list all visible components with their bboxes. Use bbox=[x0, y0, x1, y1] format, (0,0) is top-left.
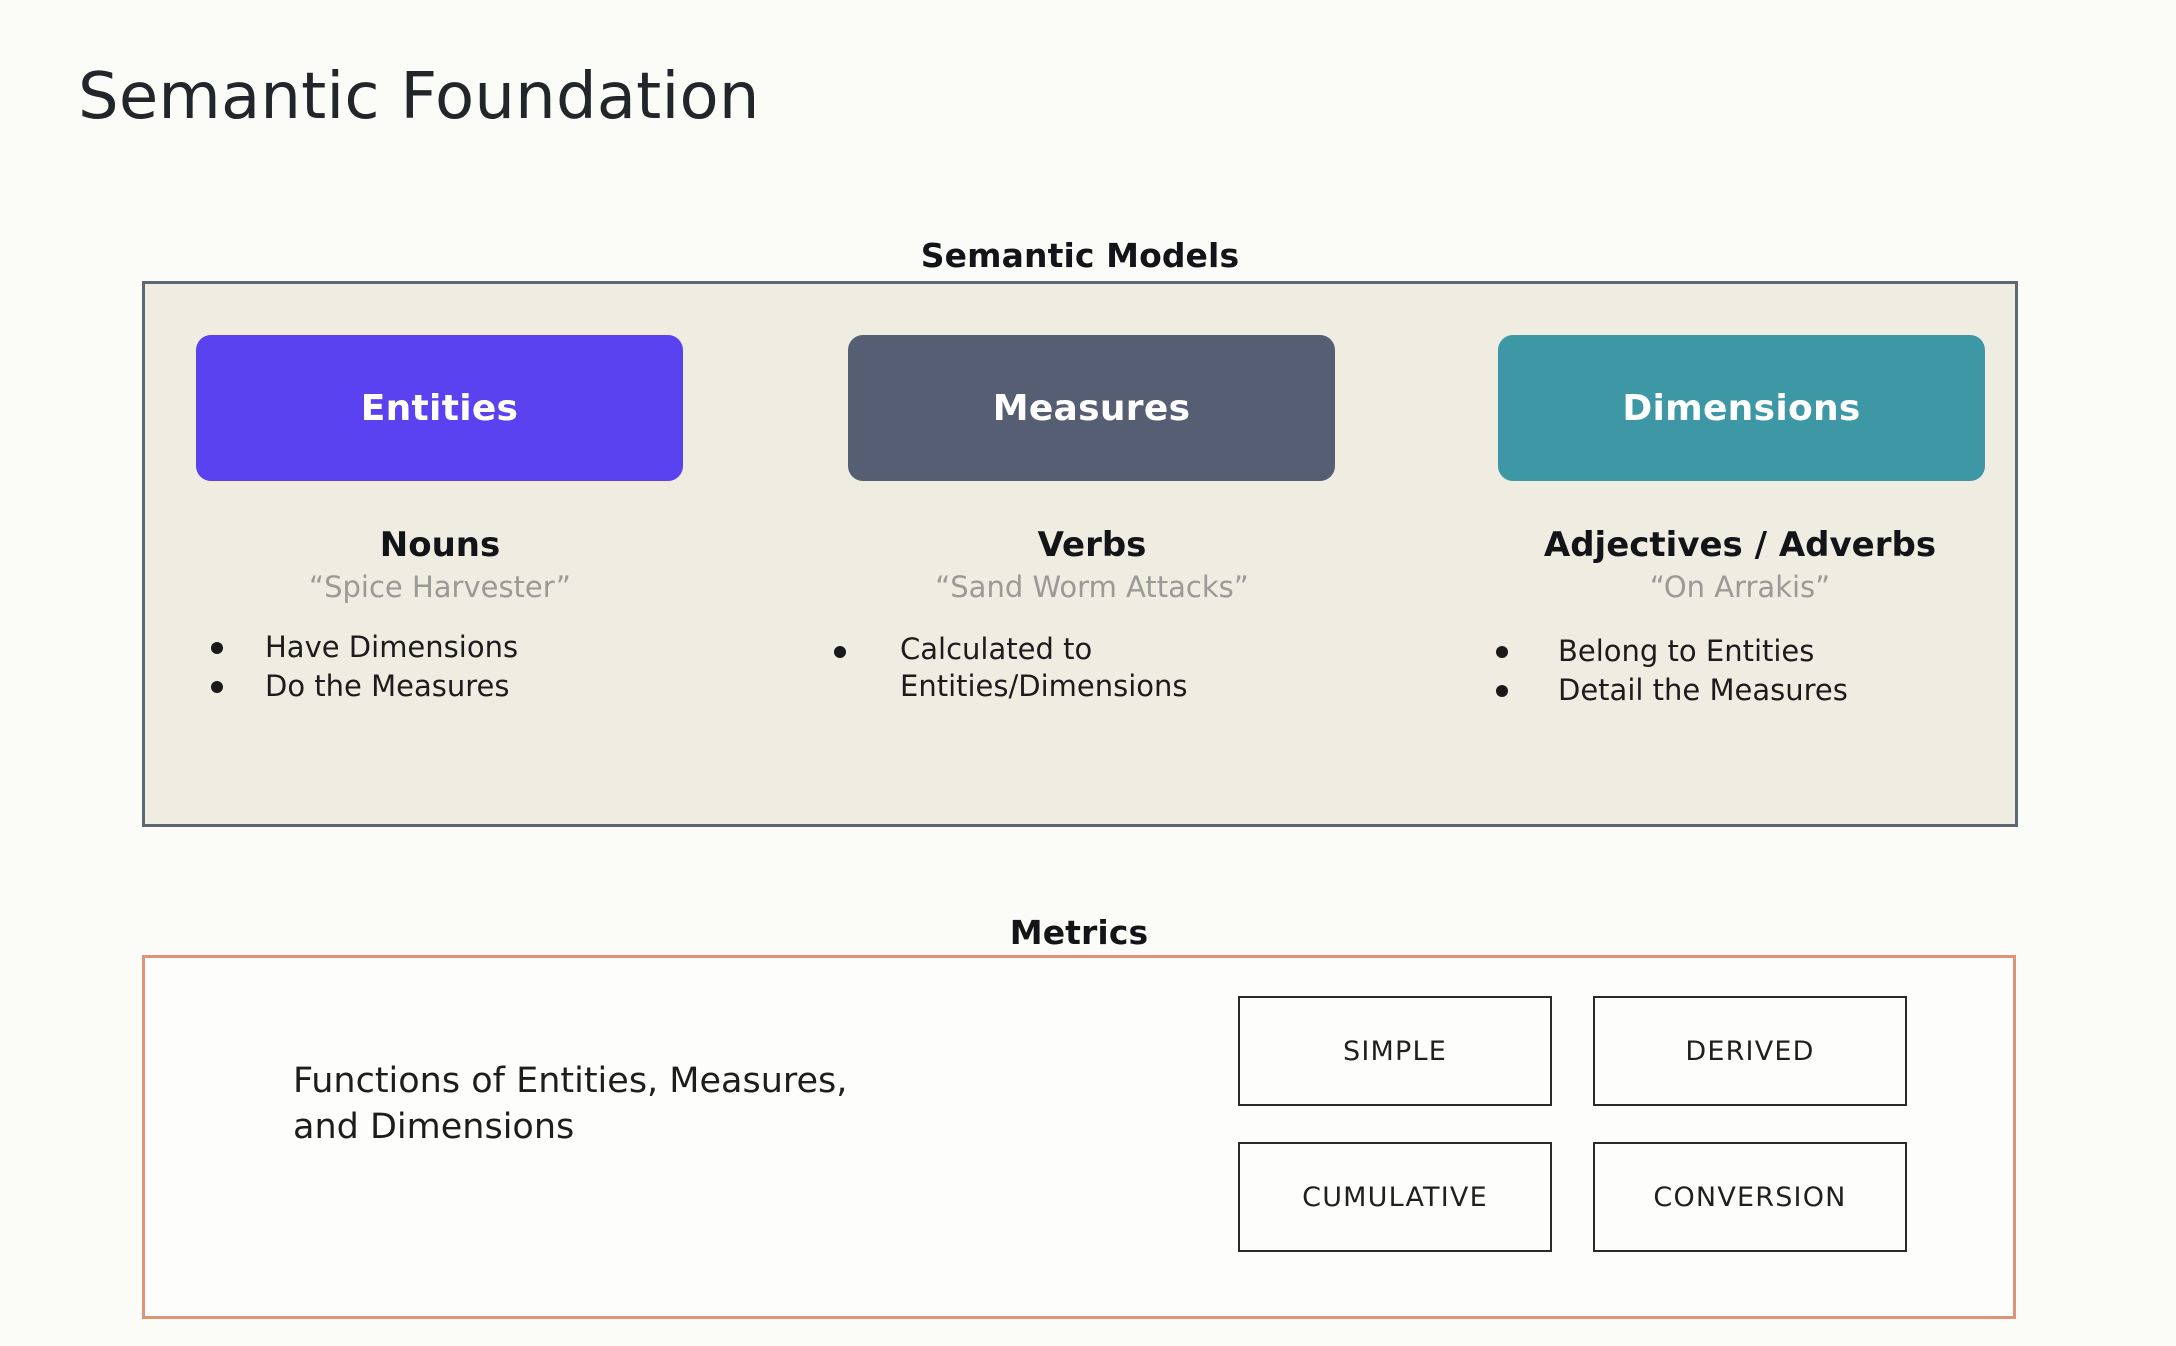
list-item-label: Have Dimensions bbox=[265, 629, 519, 664]
column-dimensions-bullets: Belong to Entities Detail the Measures bbox=[1480, 633, 2000, 709]
list-item-label: Calculated to Entities/Dimensions bbox=[900, 631, 1188, 703]
column-dimensions-example: “On Arrakis” bbox=[1649, 570, 1831, 605]
list-item: Detail the Measures bbox=[1480, 672, 2000, 709]
column-dimensions-heading: Adjectives / Adverbs bbox=[1543, 525, 1937, 565]
column-entities-example: “Spice Harvester” bbox=[309, 570, 571, 605]
metrics-box-grid: SIMPLE DERIVED CUMULATIVE CONVERSION bbox=[1238, 996, 1928, 1286]
card-dimensions[interactable]: Dimensions bbox=[1498, 335, 1985, 481]
metric-box-cumulative[interactable]: CUMULATIVE bbox=[1238, 1142, 1552, 1252]
card-entities[interactable]: Entities bbox=[196, 335, 683, 481]
semantic-models-card-row: Entities Measures Dimensions bbox=[145, 335, 2015, 481]
list-item: Do the Measures bbox=[180, 668, 700, 705]
card-entities-label: Entities bbox=[360, 387, 519, 429]
list-item-label: Belong to Entities bbox=[1558, 633, 1815, 668]
metric-box-conversion-label: CONVERSION bbox=[1653, 1181, 1847, 1213]
list-item: Have Dimensions bbox=[180, 629, 700, 666]
list-item-label: Do the Measures bbox=[265, 669, 510, 703]
metric-box-simple-label: SIMPLE bbox=[1343, 1035, 1447, 1067]
metrics-description: Functions of Entities, Measures, and Dim… bbox=[293, 1061, 848, 1148]
column-measures-heading: Verbs bbox=[1037, 525, 1147, 565]
metric-box-derived-label: DERIVED bbox=[1685, 1035, 1815, 1067]
bullet-dot-icon bbox=[211, 681, 223, 693]
column-measures: Verbs “Sand Worm Attacks” Calculated to … bbox=[832, 525, 1352, 707]
card-dimensions-label: Dimensions bbox=[1622, 387, 1861, 429]
column-entities-heading: Nouns bbox=[379, 525, 501, 565]
metric-box-cumulative-label: CUMULATIVE bbox=[1302, 1181, 1488, 1213]
metric-box-conversion[interactable]: CONVERSION bbox=[1593, 1142, 1907, 1252]
metrics-panel: Functions of Entities, Measures, and Dim… bbox=[142, 955, 2016, 1319]
bullet-dot-icon bbox=[1496, 645, 1508, 658]
semantic-models-caption: Semantic Models bbox=[920, 236, 1240, 275]
column-entities: Nouns “Spice Harvester” Have Dimensions … bbox=[180, 525, 700, 707]
column-dimensions: Adjectives / Adverbs “On Arrakis” Belong… bbox=[1480, 525, 2000, 711]
bullet-dot-icon bbox=[211, 641, 223, 654]
list-item-label: Detail the Measures bbox=[1558, 673, 1848, 707]
list-item: Belong to Entities bbox=[1480, 633, 2000, 670]
metric-box-derived[interactable]: DERIVED bbox=[1593, 996, 1907, 1106]
bullet-dot-icon bbox=[1496, 685, 1508, 697]
column-entities-bullets: Have Dimensions Do the Measures bbox=[180, 629, 700, 705]
bullet-dot-icon bbox=[834, 645, 846, 658]
card-measures[interactable]: Measures bbox=[848, 335, 1335, 481]
card-measures-label: Measures bbox=[992, 387, 1191, 429]
metrics-caption: Metrics bbox=[1009, 913, 1149, 952]
page-title: Semantic Foundation bbox=[78, 60, 760, 134]
semantic-models-panel: Entities Measures Dimensions Nouns “Spic… bbox=[142, 281, 2018, 827]
column-measures-bullets: Calculated to Entities/Dimensions bbox=[832, 631, 1352, 705]
list-item: Calculated to Entities/Dimensions bbox=[832, 631, 1352, 705]
metric-box-simple[interactable]: SIMPLE bbox=[1238, 996, 1552, 1106]
column-measures-example: “Sand Worm Attacks” bbox=[935, 570, 1249, 605]
